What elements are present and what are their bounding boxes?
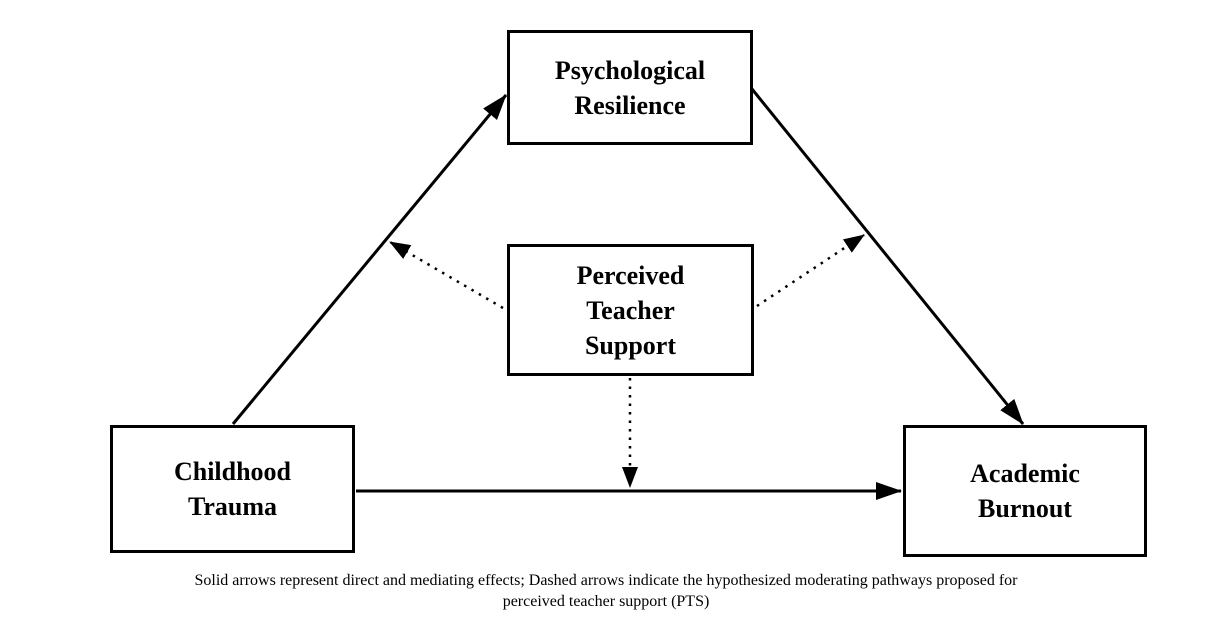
node-label-line: Burnout <box>978 494 1072 523</box>
dotted-moderation-edges <box>389 233 865 488</box>
edge-trauma-to-resilience <box>231 94 508 425</box>
figure-caption-line2: perceived teacher support (PTS) <box>502 593 710 610</box>
node-label-line: Academic <box>970 459 1080 488</box>
figure-caption-line1: Solid arrows represent direct and mediat… <box>194 572 1018 589</box>
node-academic-burnout: Academic Burnout <box>903 425 1147 557</box>
node-label-line: Teacher <box>586 295 675 325</box>
edge-support-to-left-path <box>389 240 504 310</box>
node-label-line: Support <box>584 330 677 360</box>
solid-edges <box>231 88 1025 500</box>
node-childhood-trauma: Childhood Trauma <box>110 425 355 553</box>
node-label-line: Childhood <box>173 457 292 486</box>
node-psychological-resilience: Psychological Resilience <box>507 30 753 145</box>
node-label-line: Trauma <box>187 492 278 521</box>
node-label-line: Psychological <box>554 55 706 85</box>
figure-caption: Solid arrows represent direct and mediat… <box>0 570 1212 612</box>
node-label-line: Perceived <box>576 260 685 290</box>
edge-support-to-right-path <box>756 233 865 308</box>
node-perceived-teacher-support: Perceived Teacher Support <box>507 244 754 376</box>
node-label-line: Resilience <box>574 90 686 120</box>
edge-resilience-to-burnout <box>750 88 1025 425</box>
